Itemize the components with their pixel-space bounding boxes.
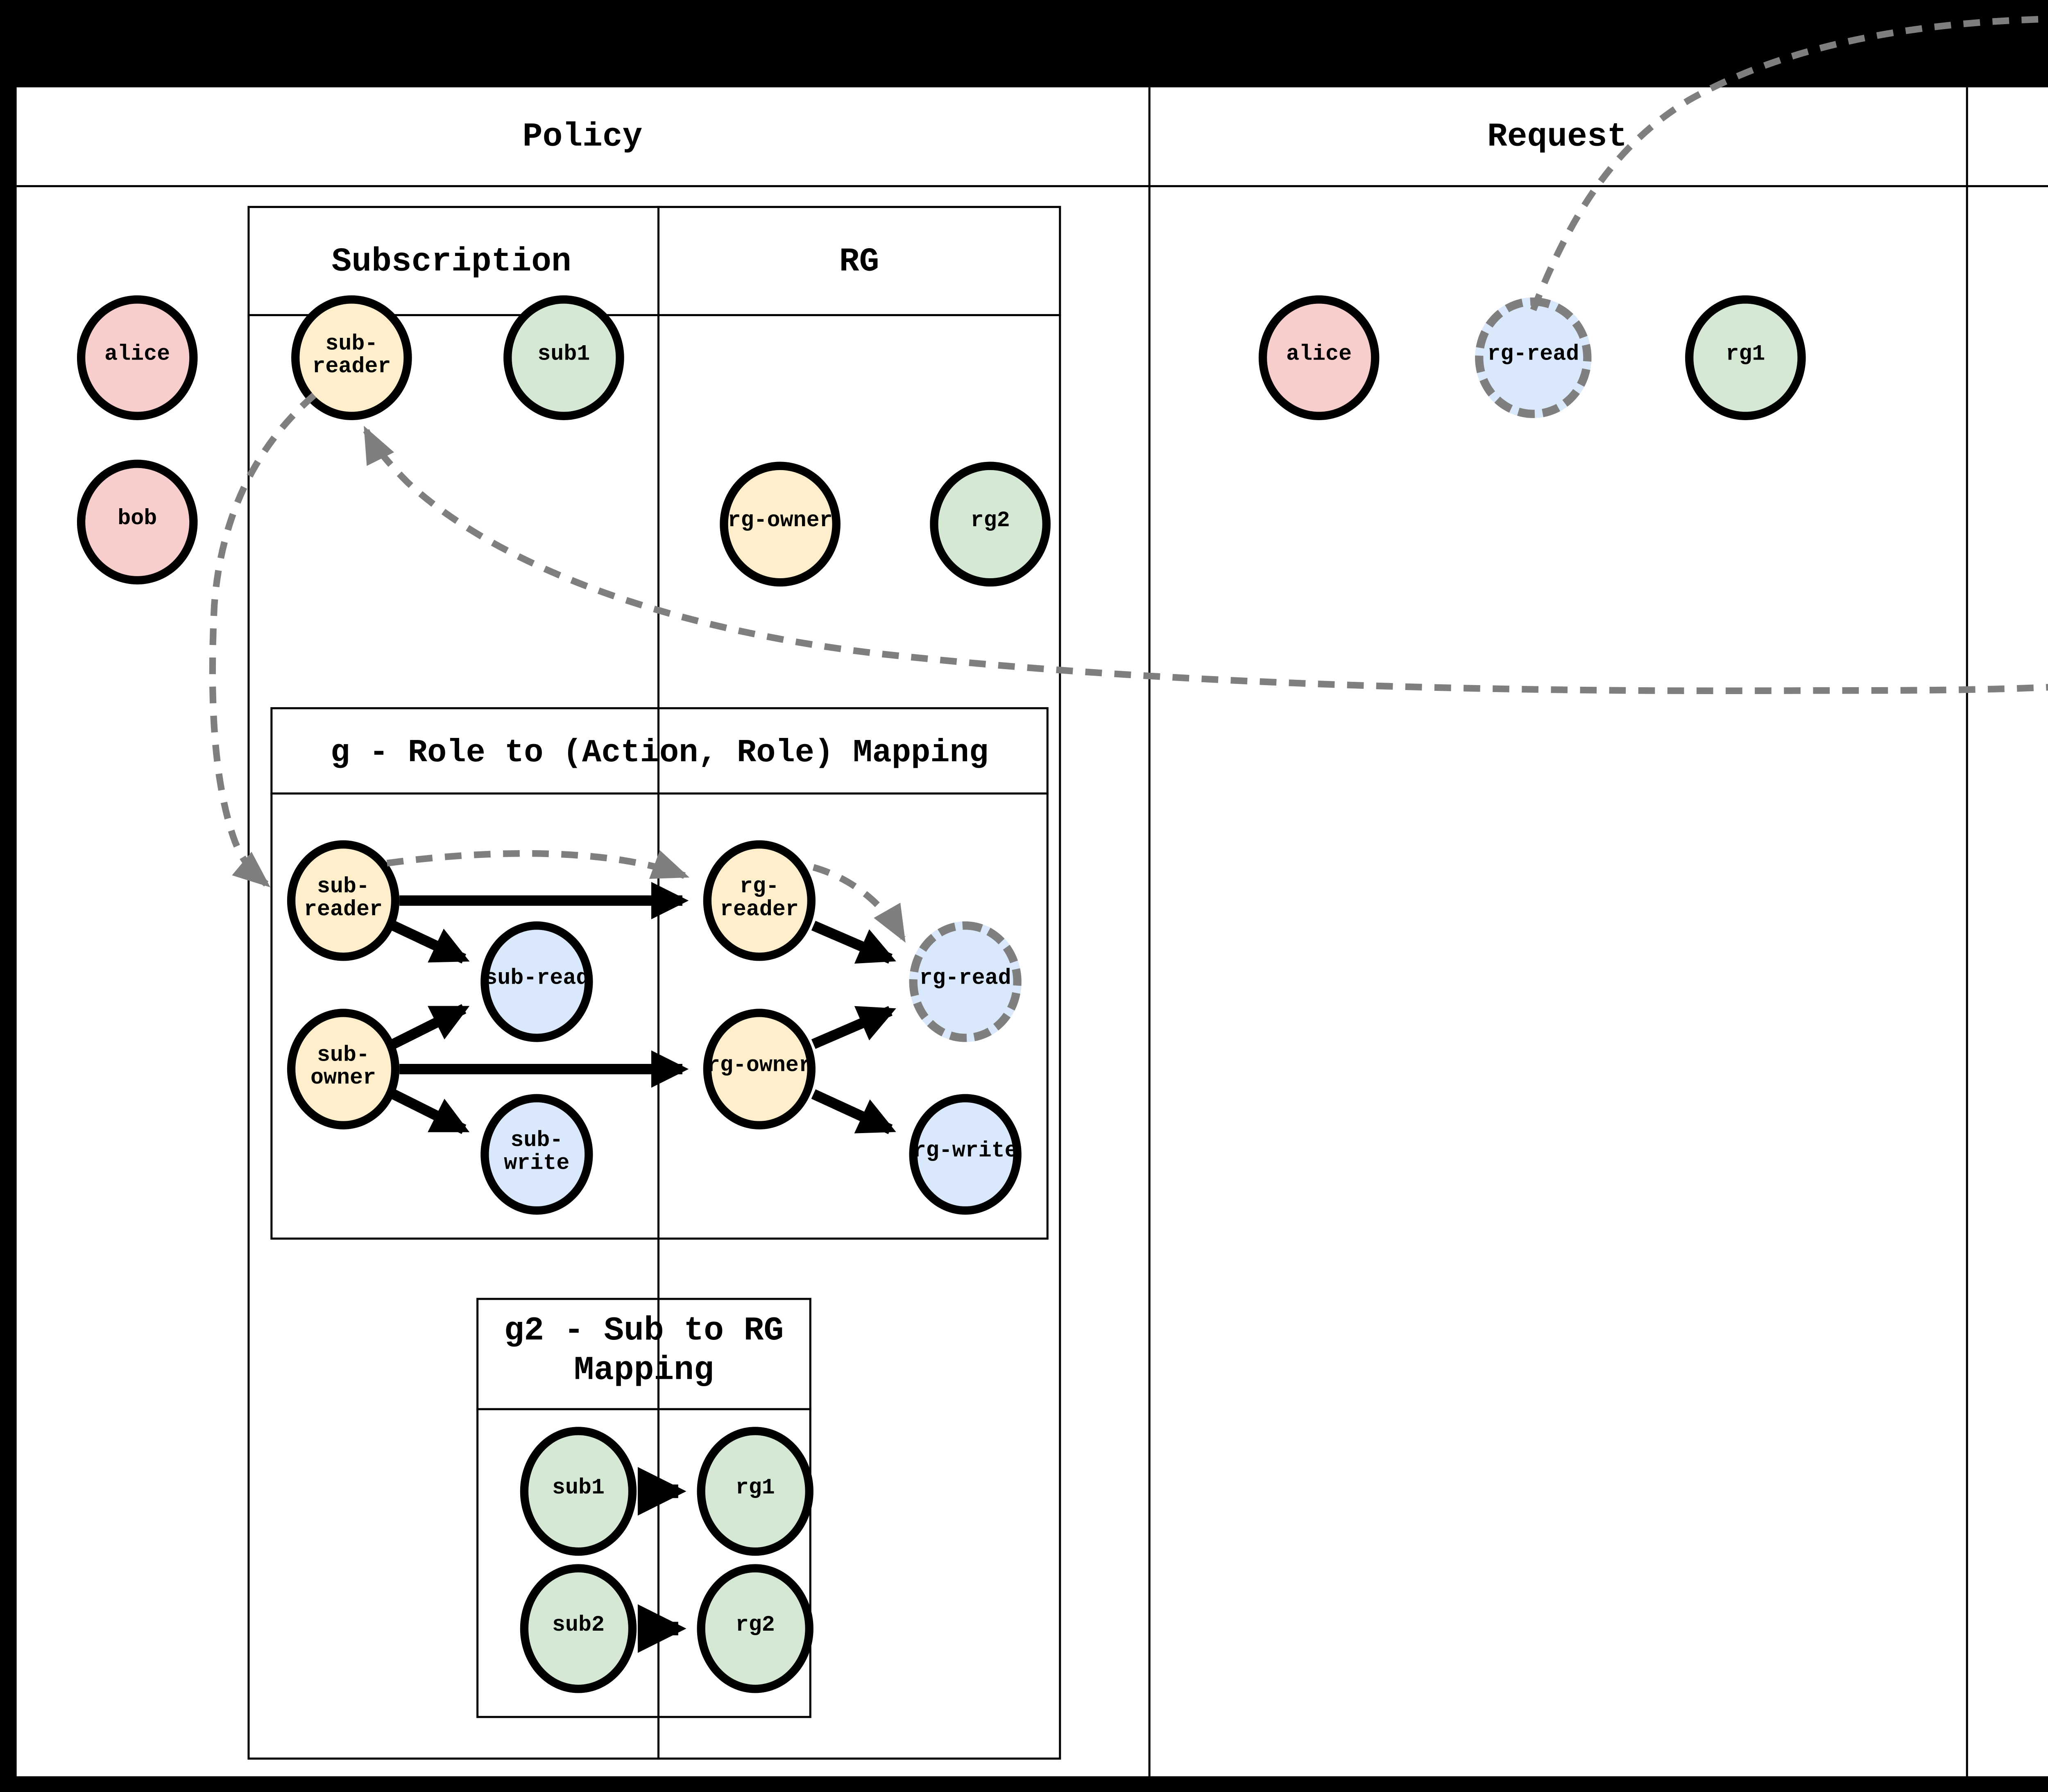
node-request-rg1: rg1 [1685,295,1806,420]
panel-title-matching: Matching [1966,119,2048,156]
node-g-rg-read: rg-read [909,921,1022,1042]
node-policy-alice: alice [77,295,198,420]
node-g-sub-read: sub-read [480,921,593,1042]
node-g-sub-owner: sub-owner [287,1009,400,1129]
node-g-rg-reader: rg-reader [703,840,816,961]
subscription-rg-header-line [246,313,1061,316]
panel-title-policy: Policy [522,118,643,156]
inner-header-subscription: Subscription [331,243,571,281]
node-g2-sub2: sub2 [520,1564,637,1693]
node-g-rg-owner: rg-owner [703,1009,816,1129]
node-g-sub-reader: sub-reader [287,840,400,961]
g2-mapping-title-line [476,1407,811,1410]
request-matching-divider [1965,86,1968,1776]
g-mapping-title-line [270,791,1049,794]
node-policy-rg2: rg2 [930,462,1051,587]
g2-mapping-title-line1: g2 - Sub to RG [504,1312,784,1350]
subscription-rg-table [246,206,1061,1760]
policy-request-divider [1147,86,1150,1776]
node-g2-rg2: rg2 [697,1564,813,1693]
subscription-rg-divider [656,206,659,1760]
node-g2-sub1: sub1 [520,1427,637,1556]
node-g2-rg1: rg1 [697,1427,813,1556]
g2-mapping-title-line2: Mapping [574,1352,714,1389]
g-mapping-box [270,707,1049,1240]
g-mapping-title: g - Role to (Action, Role) Mapping [330,734,989,772]
node-request-rg-read: rg-read [1475,297,1592,418]
panel-title-request: Request [1487,118,1627,156]
node-policy-bob: bob [77,459,198,585]
node-request-alice: alice [1258,295,1380,420]
node-g-rg-write: rg-write [909,1094,1022,1215]
inner-header-rg: RG [839,243,879,281]
node-policy-sub1: sub1 [503,295,624,420]
node-g-sub-write: sub-write [480,1094,593,1215]
header-divider-line [16,184,2048,188]
node-policy-sub-reader: sub-reader [291,295,412,420]
node-policy-rg-owner: rg-owner [720,462,840,587]
